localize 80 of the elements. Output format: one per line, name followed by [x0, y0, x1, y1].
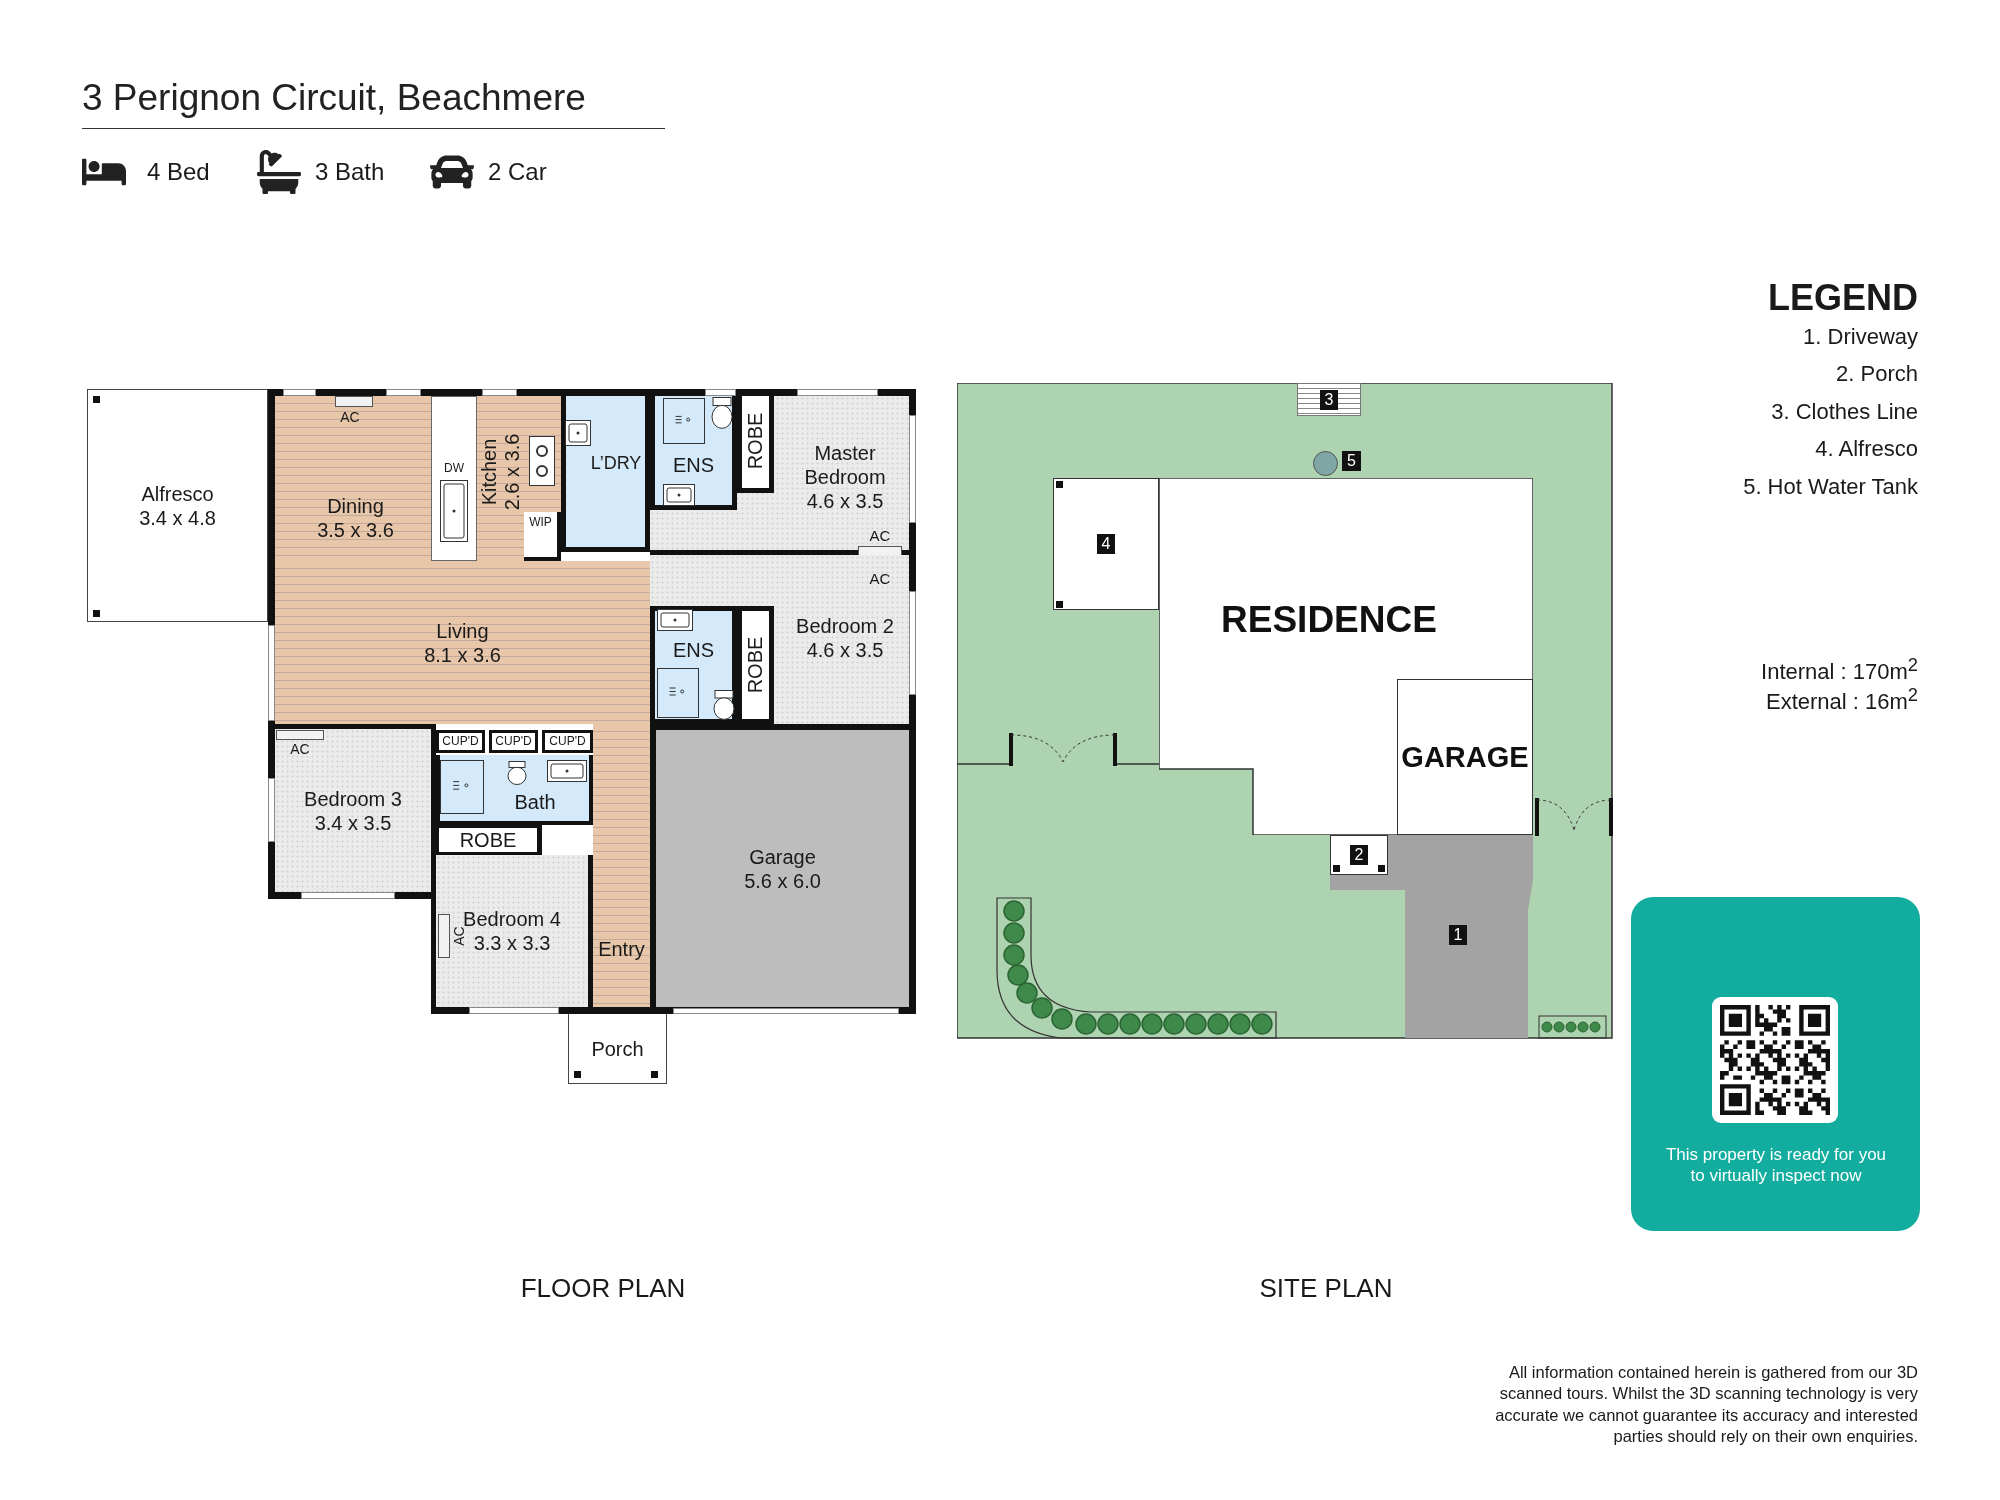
- garage-area: [1397, 679, 1533, 835]
- cupboard: [489, 730, 538, 753]
- appliance-label: DW: [443, 461, 465, 476]
- room-name: Kitchen: [478, 438, 501, 506]
- robe-area: [436, 825, 542, 855]
- room-dimensions: 3.3 x 3.3: [473, 931, 551, 955]
- page-title: 3 Perignon Circuit, Beachmere: [82, 76, 665, 129]
- room-name: Dining: [327, 494, 384, 518]
- legend-item: 2. Porch: [1836, 361, 1918, 388]
- room-name: Bedroom 2: [796, 614, 894, 638]
- room-name: ENS: [672, 638, 715, 662]
- room-name: CUP'D: [442, 734, 479, 749]
- feature-count: 2 Car: [488, 158, 547, 187]
- garage-area: [650, 724, 916, 1014]
- legend-item: 4. Alfresco: [1815, 436, 1918, 463]
- room-dimensions: 3.4 x 3.5: [314, 810, 392, 835]
- room-dimensions: 8.1 x 3.6: [424, 642, 501, 667]
- callout-number: 3: [1319, 389, 1339, 410]
- room-dimensions: 4.6 x 3.5: [806, 489, 884, 513]
- ac-label: AC: [289, 741, 311, 758]
- building-footprint: [1159, 478, 1533, 835]
- room-name: ROBE: [459, 828, 517, 852]
- kitchen-area: [431, 389, 561, 561]
- alfresco-area: [1053, 478, 1159, 610]
- room-name: Entry: [598, 937, 645, 961]
- room-name: CUP'D: [495, 734, 532, 749]
- plan-caption: SITE PLAN: [1258, 1273, 1394, 1305]
- bedroom-area: [431, 855, 593, 1014]
- room-name: Porch: [591, 1036, 644, 1061]
- building-label: GARAGE: [1401, 739, 1529, 775]
- legend-heading: LEGEND: [1768, 276, 1918, 320]
- callout-number: 5: [1342, 451, 1361, 471]
- callout-number: 2: [1349, 845, 1369, 865]
- room-name: Alfresco: [141, 481, 214, 506]
- promo-text: This property is ready for you to virtually inspect now: [1664, 1144, 1888, 1187]
- alfresco-area: [87, 389, 268, 622]
- entry-area: [593, 724, 650, 1014]
- room-name: ROBE: [743, 636, 767, 694]
- feature-count: 4 Bed: [147, 158, 210, 187]
- legend-item: 1. Driveway: [1803, 323, 1918, 350]
- plan-caption: FLOOR PLAN: [519, 1273, 687, 1305]
- ac-label: AC: [868, 570, 892, 588]
- porch-area: [568, 1014, 667, 1084]
- room-name: Bedroom 3: [304, 786, 402, 811]
- laundry-area: [561, 389, 650, 552]
- room-dimensions: 3.5 x 3.6: [317, 518, 394, 542]
- room-name: Garage: [749, 844, 816, 869]
- room-dimensions: 2.6 x 3.6: [501, 433, 524, 511]
- room-name: WIP: [529, 514, 552, 530]
- dining-area: [268, 389, 431, 561]
- callout-number: 4: [1096, 534, 1116, 554]
- living-area: [268, 561, 650, 724]
- ac-label: AC: [868, 527, 892, 545]
- cupboard: [436, 730, 485, 753]
- building-label: RESIDENCE: [1221, 597, 1437, 642]
- room-name: Master Bedroom: [803, 441, 887, 489]
- room-dimensions: 5.6 x 6.0: [744, 868, 821, 893]
- bedroom-area: [650, 555, 916, 724]
- feature-count: 3 Bath: [315, 158, 385, 187]
- driveway-area: [1330, 835, 1533, 1038]
- porch-area: [1330, 835, 1388, 875]
- legend-item: 5. Hot Water Tank: [1743, 473, 1918, 500]
- room-name: Living: [436, 618, 489, 643]
- room-name: L’DRY: [590, 453, 642, 475]
- room-dimensions: 3.4 x 4.8: [139, 505, 216, 530]
- room-dimensions: 4.6 x 3.5: [806, 638, 884, 662]
- bedroom-area: [650, 389, 916, 555]
- room-name: Bath: [514, 790, 556, 814]
- room-name: CUP'D: [549, 734, 586, 749]
- room-name: ROBE: [743, 412, 767, 470]
- bedroom-area: [268, 724, 436, 899]
- ac-label: AC: [339, 409, 361, 426]
- disclaimer-text: All information contained herein is gathered from our 3D scanned tours. Whilst the 3D scanning technology is very accurate we cannot guarantee its accuracy and interested parties should rely on their own enquiries.: [1494, 1362, 1918, 1448]
- area-summary: Internal : 170m$^{2}$: [1761, 654, 1918, 686]
- cupboard: [542, 730, 593, 753]
- pantry-area: [524, 512, 561, 561]
- room-name: ENS: [672, 453, 715, 477]
- legend-item: 3. Clothes Line: [1771, 398, 1918, 425]
- area-summary: External : 16m$^{2}$: [1765, 684, 1918, 716]
- bathroom-area: [436, 755, 593, 825]
